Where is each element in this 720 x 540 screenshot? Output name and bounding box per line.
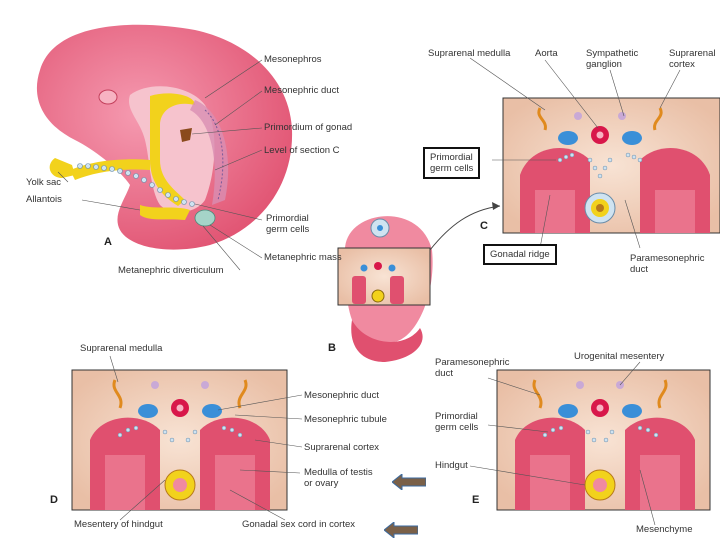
label-paramesonephric-duct-e: Paramesonephric duct (435, 357, 510, 379)
label-suprarenal-medulla-d: Suprarenal medulla (80, 343, 163, 354)
panel-b-section (337, 202, 501, 362)
label-gonadal-sex-cord: Gonadal sex cord in cortex (242, 519, 356, 530)
label-hindgut: Hindgut (435, 460, 468, 471)
label-mesonephric-tubule: Mesonephric tubule (304, 414, 387, 425)
label-level-section-c: Level of section C (264, 145, 340, 156)
back-arrow-icon[interactable] (392, 474, 426, 490)
panel-label-b: B (328, 342, 336, 354)
panel-label-e: E (472, 494, 480, 506)
label-primordial-germ-cells-e: Primordial germ cells (435, 411, 479, 433)
panel-label-c: C (480, 220, 488, 232)
label-primordial-germ-cells-c: Primordial germ cells (423, 147, 481, 179)
label-primordium-gonad: Primordium of gonad (264, 122, 353, 133)
label-metanephric-mass: Metanephric mass (264, 252, 342, 263)
label-mesonephric-duct-d: Mesonephric duct (304, 390, 379, 401)
panel-c-section (469, 57, 720, 249)
label-mesentery-hindgut: Mesentery of hindgut (74, 519, 163, 530)
label-yolk-sac: Yolk sac (26, 177, 62, 188)
label-mesonephros: Mesonephros (264, 54, 322, 65)
panel-e-section (469, 361, 711, 526)
label-medulla-testis: Medulla of testis or ovary (304, 467, 373, 489)
label-allantois: Allantois (26, 194, 62, 205)
label-gonadal-ridge: Gonadal ridge (483, 244, 557, 265)
panel-a-embryo (36, 24, 293, 271)
label-aorta: Aorta (535, 48, 558, 59)
label-suprarenal-cortex-c: Suprarenal cortex (669, 48, 716, 70)
panel-label-d: D (50, 494, 58, 506)
label-sympathetic-ganglion: Sympathetic ganglion (586, 48, 639, 70)
panel-d-section (71, 355, 303, 521)
label-paramesonephric-duct-c: Paramesonephric duct (630, 253, 705, 275)
label-urogenital-mesentery: Urogenital mesentery (574, 351, 665, 362)
panel-label-a: A (104, 236, 112, 248)
label-mesenchyme: Mesenchyme (636, 524, 693, 535)
label-primordial-germ-cells-a: Primordial germ cells (266, 213, 310, 235)
previous-arrow-icon[interactable] (384, 522, 418, 538)
label-suprarenal-medulla-c: Suprarenal medulla (428, 48, 511, 59)
label-suprarenal-cortex-d: Suprarenal cortex (304, 442, 379, 453)
label-mesonephric-duct-a: Mesonephric duct (264, 85, 339, 96)
label-metanephric-diverticulum: Metanephric diverticulum (118, 265, 224, 276)
